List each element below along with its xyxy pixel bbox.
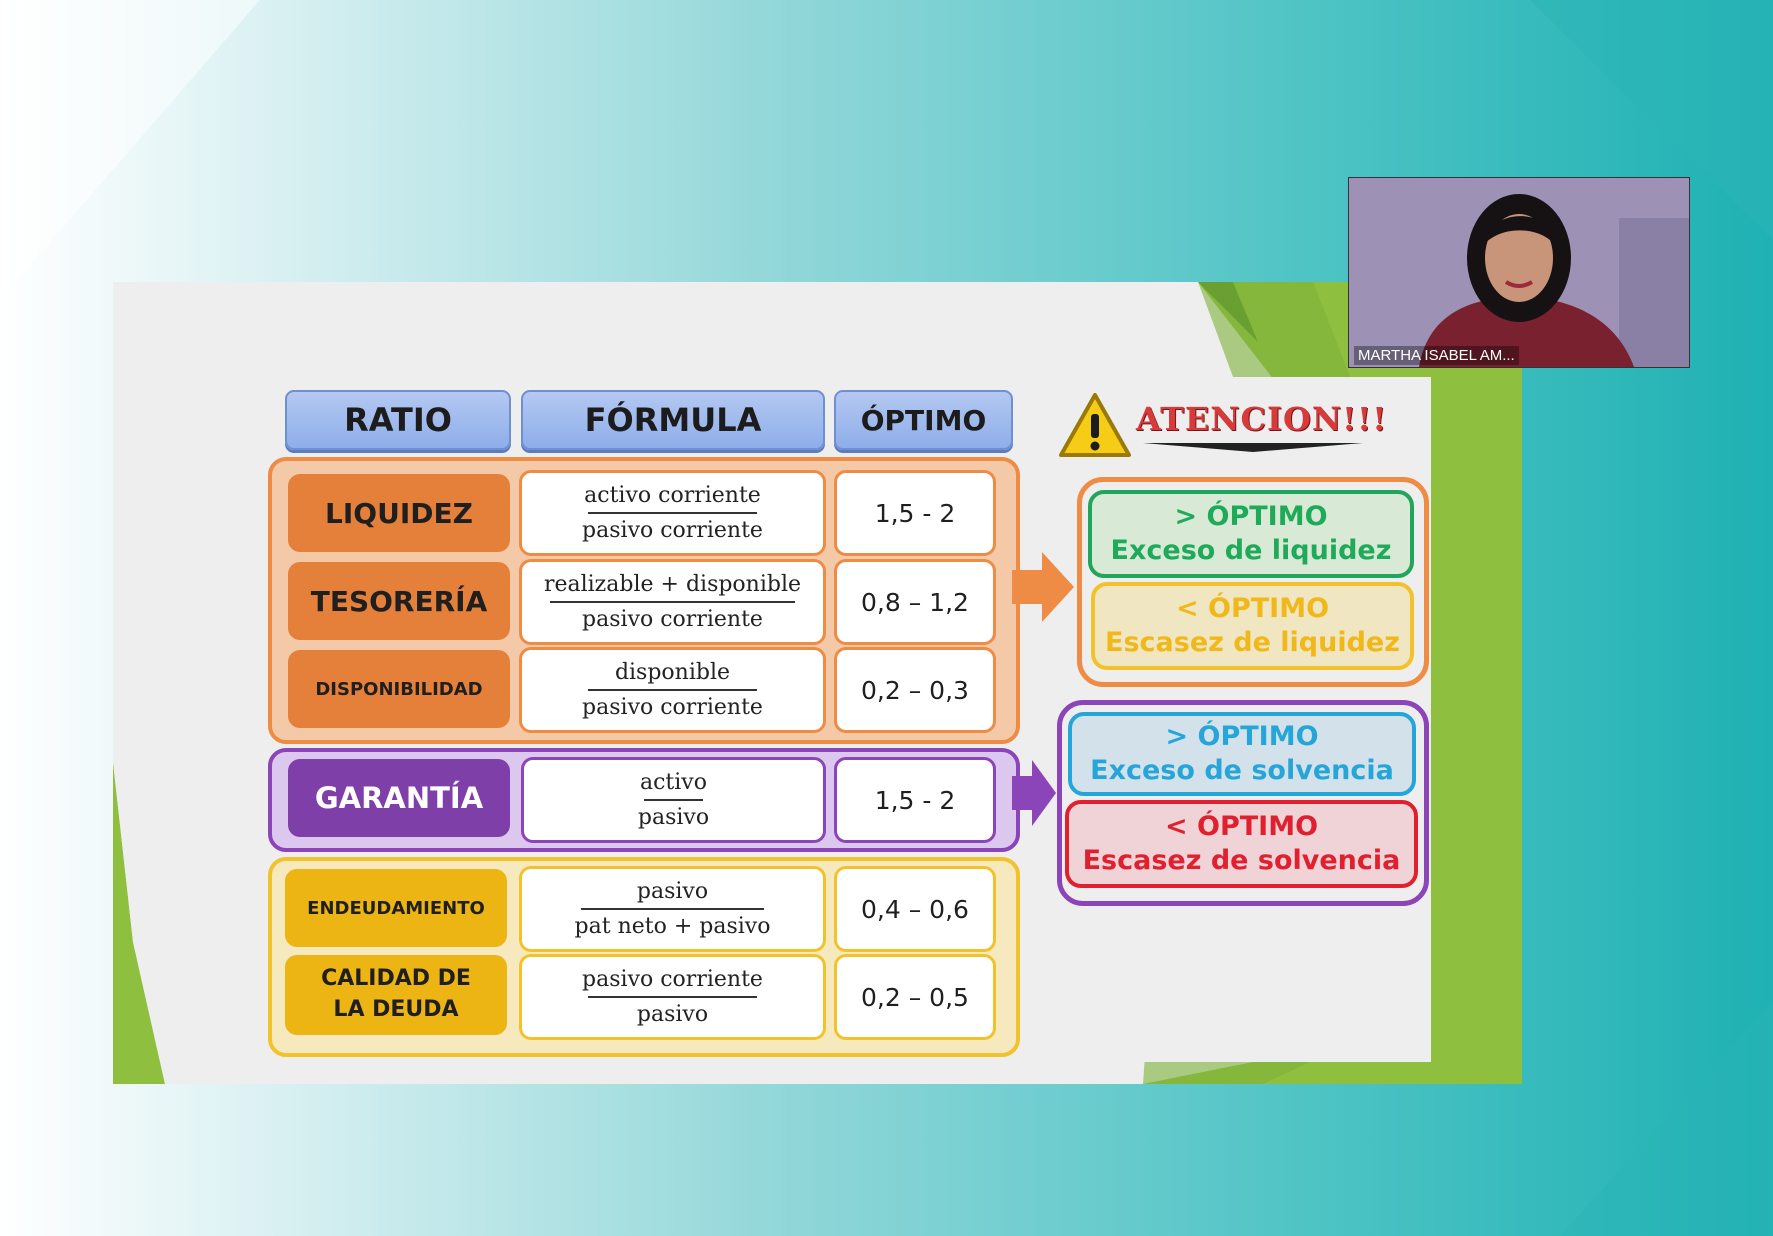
participant-name: MARTHA ISABEL AM... (1354, 346, 1519, 365)
solvency-excess-note: > ÓPTIMO Exceso de solvencia (1068, 712, 1416, 796)
ratio-label-garantia: GARANTÍA (288, 759, 510, 837)
participant-video[interactable]: MARTHA ISABEL AM... (1348, 177, 1690, 368)
fraction-bar (588, 512, 757, 514)
optimo-value: 0,2 – 0,5 (861, 982, 969, 1012)
optimo-value: 1,5 - 2 (874, 785, 956, 815)
optimo-value: 0,2 – 0,3 (861, 675, 969, 705)
fraction-bar (588, 689, 757, 691)
note-line2: Escasez de solvencia (1082, 845, 1401, 876)
attention-underline (1143, 443, 1363, 452)
ratio-label-calidad-deuda: CALIDAD DE LA DEUDA (285, 955, 507, 1035)
arrow-right-purple-icon (1012, 760, 1056, 826)
optimo-cell-endeudamiento: 0,4 – 0,6 (834, 866, 996, 952)
ratio-name-line1: CALIDAD DE (321, 966, 471, 992)
formula-fraction: activo pasivo (634, 770, 713, 831)
note-line1: < ÓPTIMO (1164, 811, 1319, 843)
formula-numerator: activo (639, 769, 707, 795)
formula-fraction: disponible pasivo corriente (578, 660, 767, 721)
formula-cell-endeudamiento: pasivo pat neto + pasivo (519, 866, 826, 952)
ratio-name: LIQUIDEZ (325, 496, 473, 530)
warning-icon (1059, 393, 1131, 457)
formula-denominator: pat neto + pasivo (574, 914, 771, 939)
formula-fraction: pasivo corriente pasivo (578, 967, 767, 1028)
optimo-cell-calidad-deuda: 0,2 – 0,5 (834, 954, 996, 1040)
formula-numerator: disponible (614, 659, 731, 685)
note-line2: Escasez de liquidez (1105, 627, 1400, 658)
fraction-bar (643, 799, 704, 801)
header-ratio-label: RATIO (344, 401, 452, 439)
fraction-bar (580, 908, 765, 910)
ratio-name: DISPONIBILIDAD (315, 678, 483, 700)
note-line1: < ÓPTIMO (1175, 593, 1330, 625)
optimo-cell-liquidez: 1,5 - 2 (834, 470, 996, 556)
header-formula-label: FÓRMULA (584, 401, 762, 439)
liquidity-excess-note: > ÓPTIMO Exceso de liquidez (1088, 490, 1414, 578)
arrow-right-orange-icon (1012, 552, 1074, 622)
optimo-value: 0,8 – 1,2 (861, 587, 969, 617)
optimo-cell-garantia: 1,5 - 2 (834, 757, 996, 843)
attention-title: ATENCION!!! (1136, 400, 1388, 438)
fraction-bar (588, 996, 757, 998)
formula-denominator: pasivo corriente (582, 518, 763, 543)
formula-denominator: pasivo corriente (582, 695, 763, 720)
formula-denominator: pasivo (637, 805, 710, 830)
formula-numerator: pasivo corriente (582, 966, 763, 992)
formula-cell-liquidez: activo corriente pasivo corriente (519, 470, 826, 556)
solvency-notes-box (1057, 700, 1429, 906)
formula-cell-disponibilidad: disponible pasivo corriente (519, 647, 826, 733)
formula-denominator: pasivo corriente (582, 607, 763, 632)
ratio-name: TESORERÍA (310, 584, 488, 618)
formula-numerator: pasivo (636, 878, 709, 904)
formula-numerator: activo corriente (584, 482, 761, 508)
ratio-label-endeudamiento: ENDEUDAMIENTO (285, 869, 507, 947)
liquidity-shortage-note: < ÓPTIMO Escasez de liquidez (1091, 582, 1414, 670)
solvency-shortage-note: < ÓPTIMO Escasez de solvencia (1065, 800, 1418, 888)
note-line1: > ÓPTIMO (1165, 721, 1319, 753)
optimo-cell-tesoreria: 0,8 – 1,2 (834, 559, 996, 645)
header-ratio: RATIO (285, 390, 511, 450)
note-line1: > ÓPTIMO (1174, 501, 1328, 533)
formula-fraction: pasivo pat neto + pasivo (571, 879, 775, 940)
liquidity-notes-box (1077, 477, 1429, 687)
optimo-value: 1,5 - 2 (874, 498, 956, 528)
optimo-value: 0,4 – 0,6 (861, 894, 969, 924)
ratio-name: GARANTÍA (314, 781, 484, 815)
note-line2: Exceso de liquidez (1110, 535, 1392, 566)
note-line2: Exceso de solvencia (1090, 755, 1394, 786)
formula-fraction: activo corriente pasivo corriente (578, 483, 767, 544)
ratio-label-disponibilidad: DISPONIBILIDAD (288, 650, 510, 728)
presentation-slide: RATIO FÓRMULA ÓPTIMO LIQUIDEZ activo cor… (113, 282, 1522, 1084)
header-formula: FÓRMULA (521, 390, 825, 450)
fraction-bar (549, 601, 796, 603)
formula-cell-tesoreria: realizable + disponible pasivo corriente (519, 559, 826, 645)
ratio-name-line2: LA DEUDA (333, 997, 459, 1022)
optimo-cell-disponibilidad: 0,2 – 0,3 (834, 647, 996, 733)
formula-denominator: pasivo (636, 1002, 709, 1027)
ratio-label-tesoreria: TESORERÍA (288, 562, 510, 640)
formula-cell-garantia: activo pasivo (521, 757, 826, 843)
header-optimo: ÓPTIMO (834, 390, 1013, 450)
formula-numerator: realizable + disponible (543, 571, 802, 597)
ratio-name: ENDEUDAMIENTO (307, 897, 485, 919)
ratio-label-liquidez: LIQUIDEZ (288, 474, 510, 552)
formula-cell-calidad-deuda: pasivo corriente pasivo (519, 954, 826, 1040)
header-optimo-label: ÓPTIMO (860, 403, 987, 437)
formula-fraction: realizable + disponible pasivo corriente (540, 572, 805, 633)
participant-avatar (1349, 178, 1689, 367)
